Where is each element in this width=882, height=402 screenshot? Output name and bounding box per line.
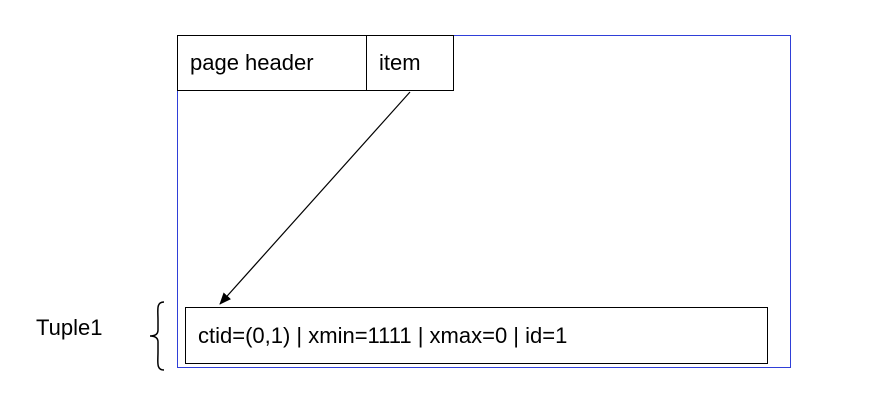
item-pointer-cell: item	[366, 35, 454, 91]
tuple-contents: ctid=(0,1) | xmin=1111 | xmax=0 | id=1	[198, 322, 568, 348]
item-label: item	[379, 50, 421, 75]
heap-page-frame	[177, 35, 791, 368]
curly-brace-icon	[149, 301, 165, 371]
page-header-cell: page header	[177, 35, 367, 91]
tuple-box: ctid=(0,1) | xmin=1111 | xmax=0 | id=1	[185, 307, 768, 364]
tuple-label: Tuple1	[36, 315, 103, 340]
page-header-label: page header	[190, 50, 314, 75]
